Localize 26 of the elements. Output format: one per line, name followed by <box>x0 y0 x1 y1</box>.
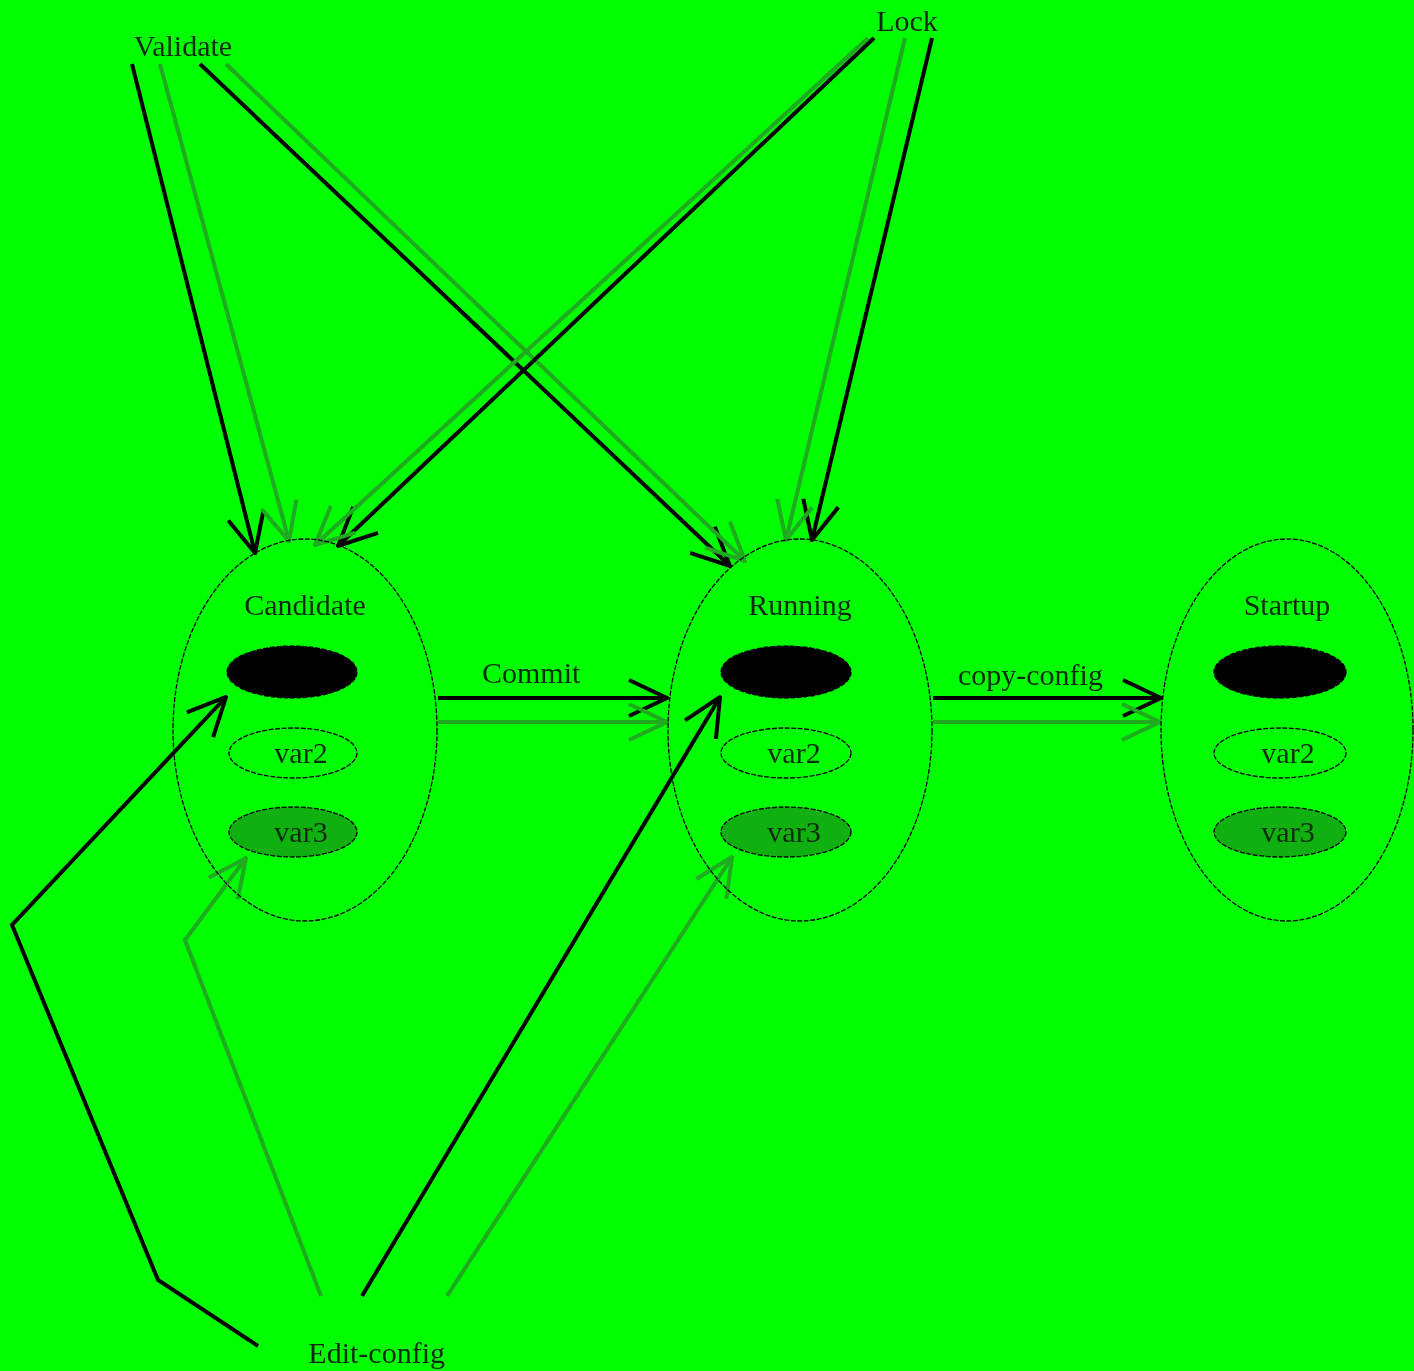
arrow <box>438 678 669 718</box>
variable-label: var2 <box>767 738 821 768</box>
variable-label: var2 <box>274 738 328 768</box>
edge-label: Commit <box>482 658 581 688</box>
arrow <box>775 37 907 542</box>
operation-label: Validate <box>133 31 233 61</box>
arrow <box>438 702 669 742</box>
arrow <box>182 856 323 1297</box>
arrow <box>130 63 266 555</box>
arrow <box>933 678 1163 718</box>
arrow <box>9 695 260 1348</box>
arrow <box>445 855 734 1298</box>
variable-label: var3 <box>1261 817 1315 847</box>
variable-label: var3 <box>274 817 328 847</box>
arrow <box>360 695 722 1298</box>
datastore-title: Startup <box>1243 590 1331 620</box>
arrow <box>933 702 1162 742</box>
variable-label: var3 <box>767 817 821 847</box>
arrow <box>801 37 934 542</box>
datastore-title: Running <box>748 590 852 620</box>
operation-label: Edit-config <box>308 1338 445 1368</box>
operation-label: Lock <box>876 6 938 36</box>
arrow <box>158 63 299 543</box>
datastore-title: Candidate <box>244 590 366 620</box>
variable-label: var2 <box>1261 738 1315 768</box>
edge-label: copy-config <box>958 660 1103 690</box>
